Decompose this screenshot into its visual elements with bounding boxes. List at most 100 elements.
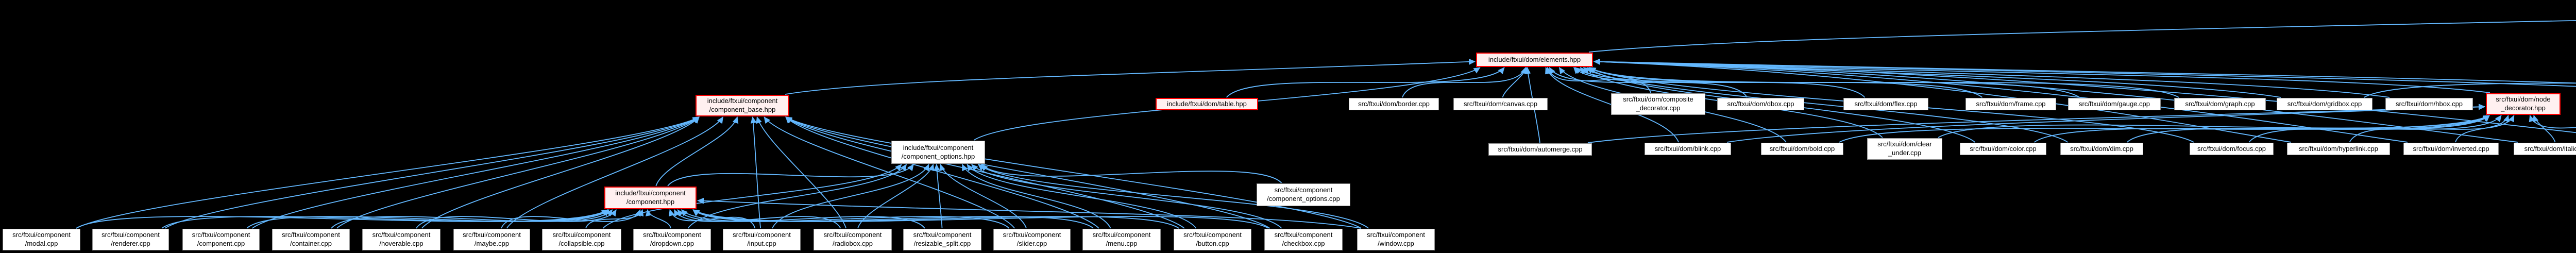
graph-node-comp_hpp[interactable]: include/ftxui/component /component.hpp: [604, 187, 697, 209]
graph-node-hyperlink[interactable]: src/ftxui/dom/hyperlink.cpp: [2287, 143, 2390, 155]
edge-input-to-copts_hpp: [772, 164, 929, 229]
edge-radiobox-to-comp_hpp: [673, 209, 841, 229]
edge-paragraph-to-elements: [1594, 58, 2576, 87]
graph-node-menu[interactable]: src/ftxui/component /menu.cpp: [1082, 229, 1161, 250]
edge-italic-to-nodedec: [2532, 115, 2556, 143]
edge-inverted-to-nodedec: [2455, 115, 2510, 143]
graph-node-button[interactable]: src/ftxui/component /button.cpp: [1174, 229, 1251, 250]
edge-lingrad-to-nodedec: [2529, 115, 2576, 129]
edge-resizable-to-comp_hpp: [677, 209, 925, 229]
graph-node-input[interactable]: src/ftxui/component /input.cpp: [723, 229, 801, 250]
graph-node-modal[interactable]: src/ftxui/component /modal.cpp: [3, 229, 80, 250]
graph-node-copts_cpp[interactable]: src/ftxui/component /component_options.c…: [1257, 183, 1350, 206]
edge-comp_hpp-to-cbase: [655, 116, 739, 187]
graph-node-automerge[interactable]: src/ftxui/dom/automerge.cpp: [1488, 143, 1592, 156]
graph-node-gauge[interactable]: src/ftxui/dom/gauge.cpp: [2068, 98, 2161, 110]
graph-node-border[interactable]: src/ftxui/dom/border.cpp: [1349, 98, 1439, 110]
edge-button-to-cbase: [785, 116, 1185, 229]
graph-node-frame[interactable]: src/ftxui/dom/frame.cpp: [1965, 98, 2056, 110]
edge-hoverable-to-comp_hpp: [416, 209, 617, 229]
edge-modal-to-cbase: [76, 116, 700, 229]
edge-maybe-to-comp_hpp: [501, 209, 641, 229]
edge-input-to-comp_hpp: [669, 209, 756, 229]
edge-collapsible-to-comp_hpp: [585, 209, 644, 229]
graph-node-copts_hpp[interactable]: include/ftxui/component /component_optio…: [891, 141, 985, 164]
graph-node-blink[interactable]: src/ftxui/dom/blink.cpp: [1645, 143, 1731, 155]
edge-nodedec-to-elements: [1594, 58, 2490, 93]
edge-cbase-to-elements: [785, 58, 1476, 95]
edge-border-to-elements: [1402, 67, 1527, 98]
edge-component-to-comp_hpp: [246, 209, 609, 229]
graph-node-compdec[interactable]: src/ftxui/dom/composite _decorator.cpp: [1611, 93, 1705, 115]
edge-canvas-to-elements: [1502, 67, 1528, 98]
graph-node-checkbox[interactable]: src/ftxui/component /checkbox.cpp: [1264, 229, 1343, 250]
graph-node-color[interactable]: src/ftxui/dom/color.cpp: [1960, 143, 2046, 155]
graph-node-container[interactable]: src/ftxui/component /container.cpp: [272, 229, 350, 250]
graph-node-canvas[interactable]: src/ftxui/dom/canvas.cpp: [1453, 98, 1548, 110]
graph-node-cbase[interactable]: include/ftxui/component /component_base.…: [696, 95, 789, 116]
edge-button-to-copts_hpp: [967, 164, 1197, 229]
graph-node-table[interactable]: include/ftxui/dom/table.hpp: [1156, 98, 1258, 110]
graph-node-slider[interactable]: src/ftxui/component /slider.cpp: [993, 229, 1071, 250]
graph-node-collapsible[interactable]: src/ftxui/component /collapsible.cpp: [542, 229, 621, 250]
graph-node-hoverable[interactable]: src/ftxui/component /hoverable.cpp: [362, 229, 440, 250]
graph-node-elements[interactable]: include/ftxui/dom/elements.hpp: [1476, 53, 1593, 67]
edge-container-to-comp_hpp: [331, 209, 613, 229]
edge-color-to-nodedec: [2034, 115, 2490, 143]
edge-gridbox-to-elements: [1594, 58, 2281, 98]
edge-input-to-cbase: [750, 116, 761, 229]
graph-node-flex[interactable]: src/ftxui/dom/flex.cpp: [1843, 98, 1928, 110]
edge-resizable-to-copts_hpp: [934, 164, 943, 229]
edge-button-to-comp_hpp: [692, 209, 1179, 229]
graph-node-focus[interactable]: src/ftxui/dom/focus.cpp: [2190, 143, 2274, 155]
edge-maybe-to-cbase: [506, 116, 724, 229]
graph-node-italic[interactable]: src/ftxui/dom/italic.cpp: [2514, 143, 2576, 155]
edge-clearunder-to-nodedec: [1938, 115, 2490, 138]
edge-radiobox-to-cbase: [756, 116, 847, 229]
edge-component-to-cbase: [252, 116, 700, 229]
graph-node-component[interactable]: src/ftxui/component /component.cpp: [182, 229, 260, 250]
graph-node-graph[interactable]: src/ftxui/dom/graph.cpp: [2174, 98, 2266, 110]
graph-node-nodedec[interactable]: src/ftxui/dom/node _decorator.hpp: [2486, 93, 2561, 115]
edge-comp_hpp-to-copts_hpp: [667, 164, 914, 187]
edge-blink-to-nodedec: [1726, 104, 2485, 143]
graph-node-resizable[interactable]: src/ftxui/component /resizable_split.cpp: [903, 229, 981, 250]
edge-copts_cpp-to-copts_hpp: [981, 164, 1282, 183]
graph-node-maybe[interactable]: src/ftxui/component /maybe.cpp: [453, 229, 530, 250]
graph-node-renderer[interactable]: src/ftxui/component /renderer.cpp: [92, 229, 169, 250]
graph-node-bold[interactable]: src/ftxui/dom/bold.cpp: [1761, 143, 1843, 155]
graph-node-gridbox[interactable]: src/ftxui/dom/gridbox.cpp: [2277, 98, 2372, 110]
edge-window-to-cbase: [785, 116, 1362, 229]
graph-node-dim[interactable]: src/ftxui/dom/dim.cpp: [2060, 143, 2143, 155]
graph-node-hbox[interactable]: src/ftxui/dom/hbox.cpp: [2385, 98, 2473, 110]
edge-hyperlink-to-nodedec: [2349, 115, 2515, 143]
edge-hbox-to-elements: [1594, 58, 2390, 98]
graph-node-radiobox[interactable]: src/ftxui/component /radiobox.cpp: [814, 229, 892, 250]
edge-hoverable-to-cbase: [421, 116, 700, 229]
edge-menu-to-cbase: [785, 116, 1099, 229]
edge-renderer-to-comp_hpp: [161, 209, 608, 229]
edge-slider-to-comp_hpp: [681, 209, 1010, 229]
edge-menu-to-copts_hpp: [961, 164, 1111, 229]
edge-radiobox-to-copts_hpp: [857, 164, 935, 229]
edge-compdec-to-elements: [1546, 67, 1651, 93]
edge-dropdown-to-comp_hpp: [646, 209, 671, 229]
edge-menu-to-comp_hpp: [692, 209, 1094, 229]
graph-node-clearunder[interactable]: src/ftxui/dom/clear _under.cpp: [1867, 138, 1942, 160]
edge-checkbox-to-comp_hpp: [692, 209, 1269, 229]
edge-focus-to-nodedec: [2248, 115, 2502, 143]
graph-node-window[interactable]: src/ftxui/component /window.cpp: [1357, 229, 1435, 250]
edge-flexbox-to-elements: [1594, 58, 2576, 84]
graph-node-dropdown[interactable]: src/ftxui/component /dropdown.cpp: [633, 229, 711, 250]
edge-dim-to-nodedec: [2126, 115, 2490, 143]
graph-node-dbox[interactable]: src/ftxui/dom/dbox.cpp: [1717, 98, 1804, 110]
edge-table-to-elements: [1226, 67, 1505, 98]
edge-renderer-to-cbase: [164, 116, 700, 229]
edge-checkbox-to-copts_hpp: [971, 164, 1282, 229]
edge-elements-to-root: [1588, 20, 2576, 53]
edge-automerge-to-nodedec: [1587, 104, 2485, 143]
edge-slider-to-cbase: [764, 116, 1015, 229]
graph-node-inverted[interactable]: src/ftxui/dom/inverted.cpp: [2403, 143, 2499, 155]
